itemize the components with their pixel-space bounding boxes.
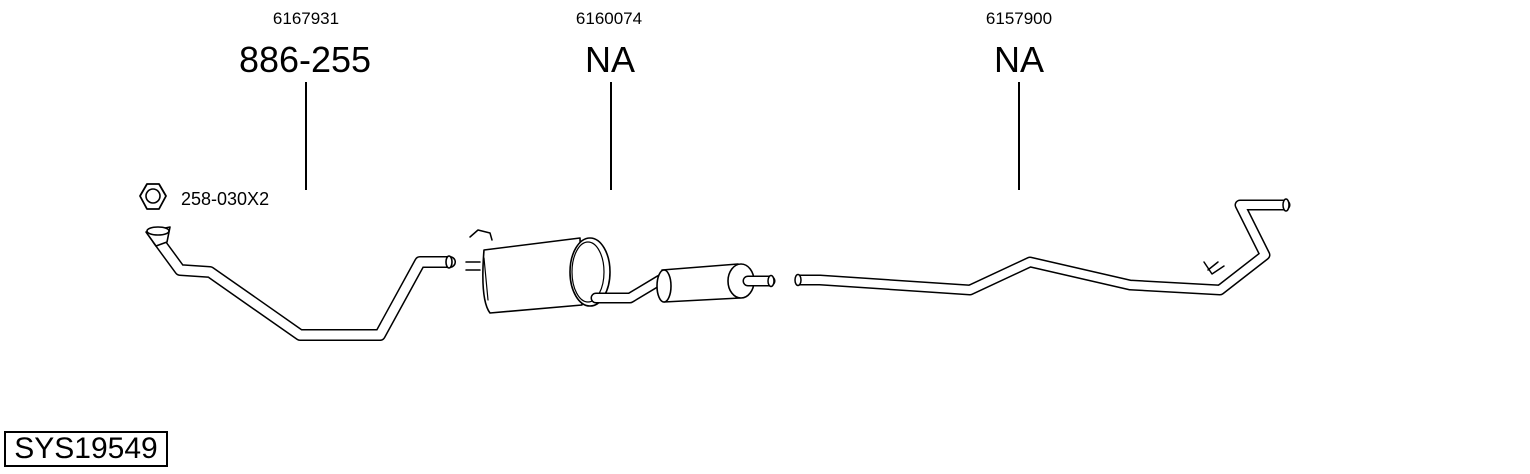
part-number-middle-silencer: NA: [584, 39, 636, 80]
oem-number-front-pipe: 6167931: [272, 9, 340, 28]
oem-number-middle-silencer: 6160074: [575, 9, 643, 28]
rear-pipe: [794, 198, 1291, 296]
leader-line-middle-silencer: [610, 82, 612, 190]
middle-silencer: [465, 229, 776, 314]
part-number-front-pipe: 886-255: [238, 39, 372, 80]
hex-nut-icon: [139, 183, 167, 210]
system-code-box: SYS19549: [4, 431, 168, 467]
front-pipe: [145, 226, 456, 341]
nut-label: 258-030X2: [181, 189, 270, 209]
part-number-rear-pipe: NA: [993, 39, 1045, 80]
oem-number-rear-pipe: 6157900: [985, 9, 1053, 28]
leader-line-front-pipe: [305, 82, 307, 190]
leader-line-rear-pipe: [1018, 82, 1020, 190]
